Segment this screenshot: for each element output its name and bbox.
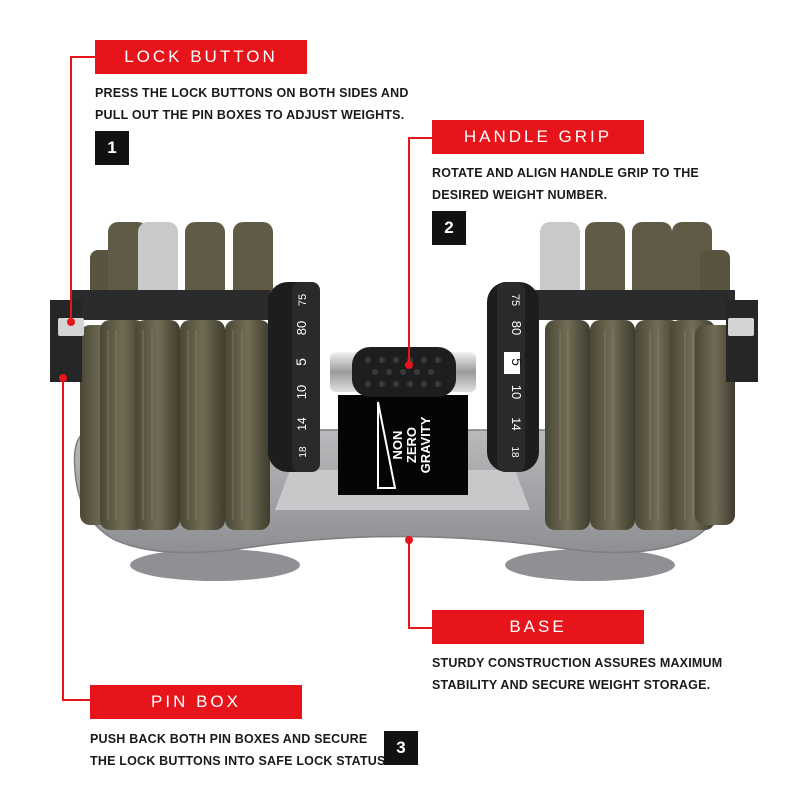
pin-box-desc-line-2: THE LOCK BUTTONS INTO SAFE LOCK STATUS. bbox=[90, 754, 390, 768]
dial-left-num-5: 14 bbox=[295, 417, 309, 431]
handle bbox=[330, 347, 476, 397]
pin-box-desc-line-1: PUSH BACK BOTH PIN BOXES AND SECURE bbox=[90, 732, 368, 746]
lock-button-description: PRESS THE LOCK BUTTONS ON BOTH SIDES AND… bbox=[95, 82, 409, 126]
leader-pin-v bbox=[62, 378, 64, 700]
base-foot-left bbox=[130, 549, 300, 581]
brand-line-3: GRAVITY bbox=[418, 416, 433, 473]
lock-button-desc-line-2: PULL OUT THE PIN BOXES TO ADJUST WEIGHTS… bbox=[95, 108, 405, 122]
base-description: STURDY CONSTRUCTION ASSURES MAXIMUM STAB… bbox=[432, 652, 722, 696]
brand-plate: NON ZERO GRAVITY bbox=[338, 395, 468, 495]
step-1-badge: 1 bbox=[95, 131, 129, 165]
dial-left-num-2: 80 bbox=[294, 321, 309, 335]
back-plates-left bbox=[90, 222, 273, 310]
dial-right-num-2: 80 bbox=[509, 321, 524, 335]
leader-grip-h bbox=[408, 137, 432, 139]
dial-right-num-1: 75 bbox=[509, 294, 521, 306]
handle-grip-desc-line-1: ROTATE AND ALIGN HANDLE GRIP TO THE bbox=[432, 166, 699, 180]
pin-box-left bbox=[50, 300, 84, 382]
leader-base-dot bbox=[405, 536, 413, 544]
base-desc-line-1: STURDY CONSTRUCTION ASSURES MAXIMUM bbox=[432, 656, 723, 670]
leader-lock-h bbox=[70, 56, 96, 58]
leader-base-v bbox=[408, 540, 410, 628]
dial-left-num-4: 10 bbox=[294, 385, 309, 399]
lock-button-label: LOCK BUTTON bbox=[95, 40, 307, 74]
brand-logo-mark bbox=[377, 401, 397, 489]
handle-grip-desc-line-2: DESIRED WEIGHT NUMBER. bbox=[432, 188, 608, 202]
dial-left-num-3: 5 bbox=[293, 358, 309, 366]
dial-right: 75 80 5 10 14 18 bbox=[487, 282, 539, 472]
dial-left-num-1: 75 bbox=[297, 294, 309, 306]
frame-right bbox=[535, 290, 735, 320]
dial-right-num-3: 5 bbox=[509, 358, 525, 366]
pin-box-right bbox=[726, 300, 758, 382]
leader-lock-v bbox=[70, 56, 72, 322]
brand-line-2: ZERO bbox=[404, 427, 419, 463]
leader-pin-h bbox=[62, 699, 90, 701]
base-label: BASE bbox=[432, 610, 644, 644]
step-2-badge: 2 bbox=[432, 211, 466, 245]
dial-right-num-5: 14 bbox=[509, 417, 523, 431]
leader-grip-v bbox=[408, 137, 410, 365]
front-plates-left bbox=[80, 320, 270, 530]
leader-base-h bbox=[408, 627, 432, 629]
base-desc-line-2: STABILITY AND SECURE WEIGHT STORAGE. bbox=[432, 678, 711, 692]
lock-button-desc-line-1: PRESS THE LOCK BUTTONS ON BOTH SIDES AND bbox=[95, 86, 409, 100]
dial-left: 75 80 5 10 14 18 bbox=[268, 282, 320, 472]
handle-grip-description: ROTATE AND ALIGN HANDLE GRIP TO THE DESI… bbox=[432, 162, 699, 206]
back-plates-right bbox=[540, 222, 730, 310]
brand-line-1: NON bbox=[390, 431, 405, 460]
front-plates-right bbox=[545, 320, 735, 530]
handle-grip-label: HANDLE GRIP bbox=[432, 120, 644, 154]
dial-left-num-6: 18 bbox=[298, 446, 309, 458]
base-foot-right bbox=[505, 549, 675, 581]
frame-left bbox=[70, 290, 270, 320]
pin-box-label: PIN BOX bbox=[90, 685, 302, 719]
dial-right-num-4: 10 bbox=[509, 385, 524, 399]
leader-pin-dot bbox=[59, 374, 67, 382]
leader-grip-dot bbox=[405, 361, 413, 369]
step-3-badge: 3 bbox=[384, 731, 418, 765]
pin-box-description: PUSH BACK BOTH PIN BOXES AND SECURE THE … bbox=[90, 728, 389, 772]
dial-right-num-6: 18 bbox=[509, 446, 520, 458]
leader-lock-dot bbox=[67, 318, 75, 326]
